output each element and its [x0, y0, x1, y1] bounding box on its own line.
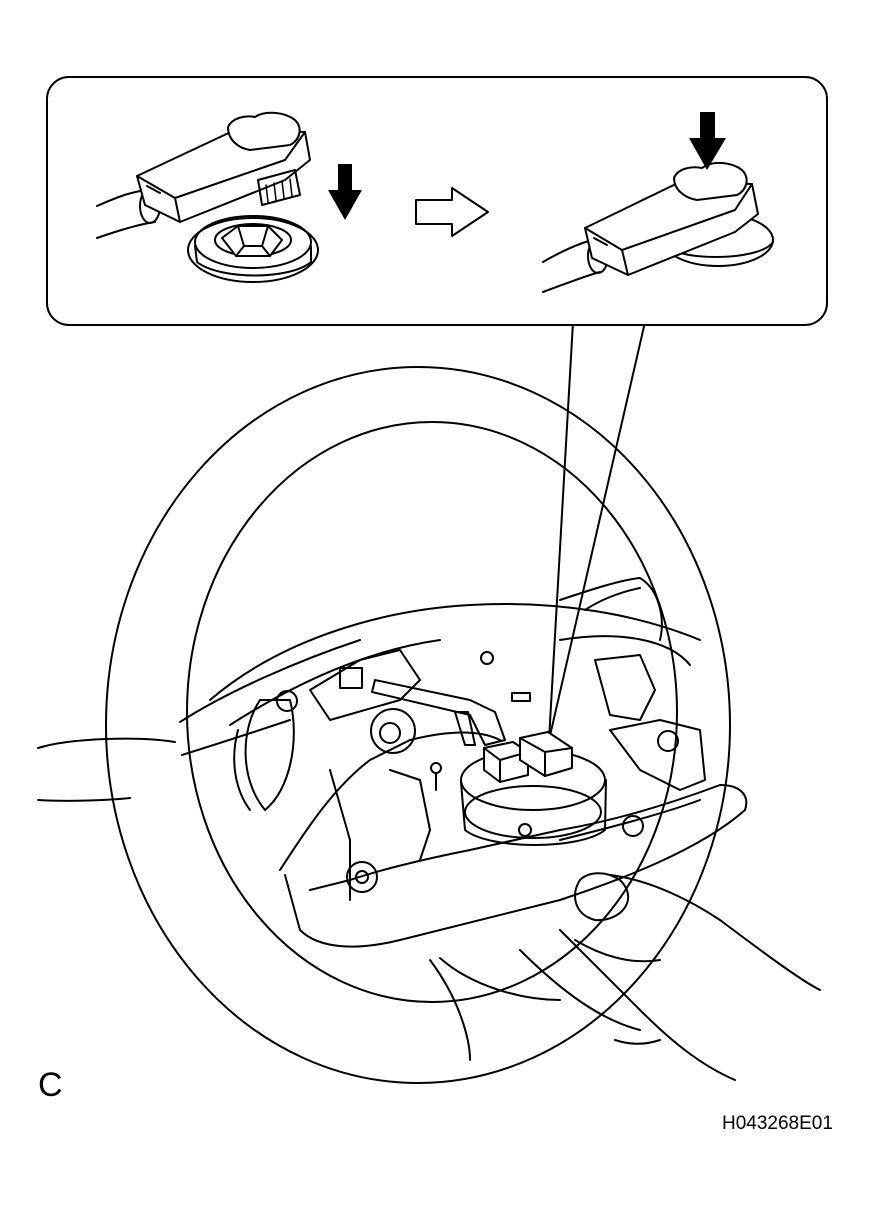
left-hand: [37, 729, 251, 811]
connector-left: [483, 741, 529, 783]
connector-after: [542, 162, 774, 293]
right-hand: [559, 872, 821, 1081]
step-label: C: [38, 1066, 63, 1104]
inset-box: [46, 76, 828, 326]
connector-right: [519, 731, 573, 777]
connector-before: [96, 111, 319, 283]
wheel-hub: [244, 649, 748, 948]
steering-wheel: [105, 366, 731, 1084]
callout-leader: [548, 321, 646, 741]
down-arrow-icon: [328, 164, 362, 220]
right-arrow-icon: [415, 187, 489, 237]
figure-code: H043268E01: [722, 1113, 833, 1134]
down-arrow-icon: [689, 112, 726, 170]
